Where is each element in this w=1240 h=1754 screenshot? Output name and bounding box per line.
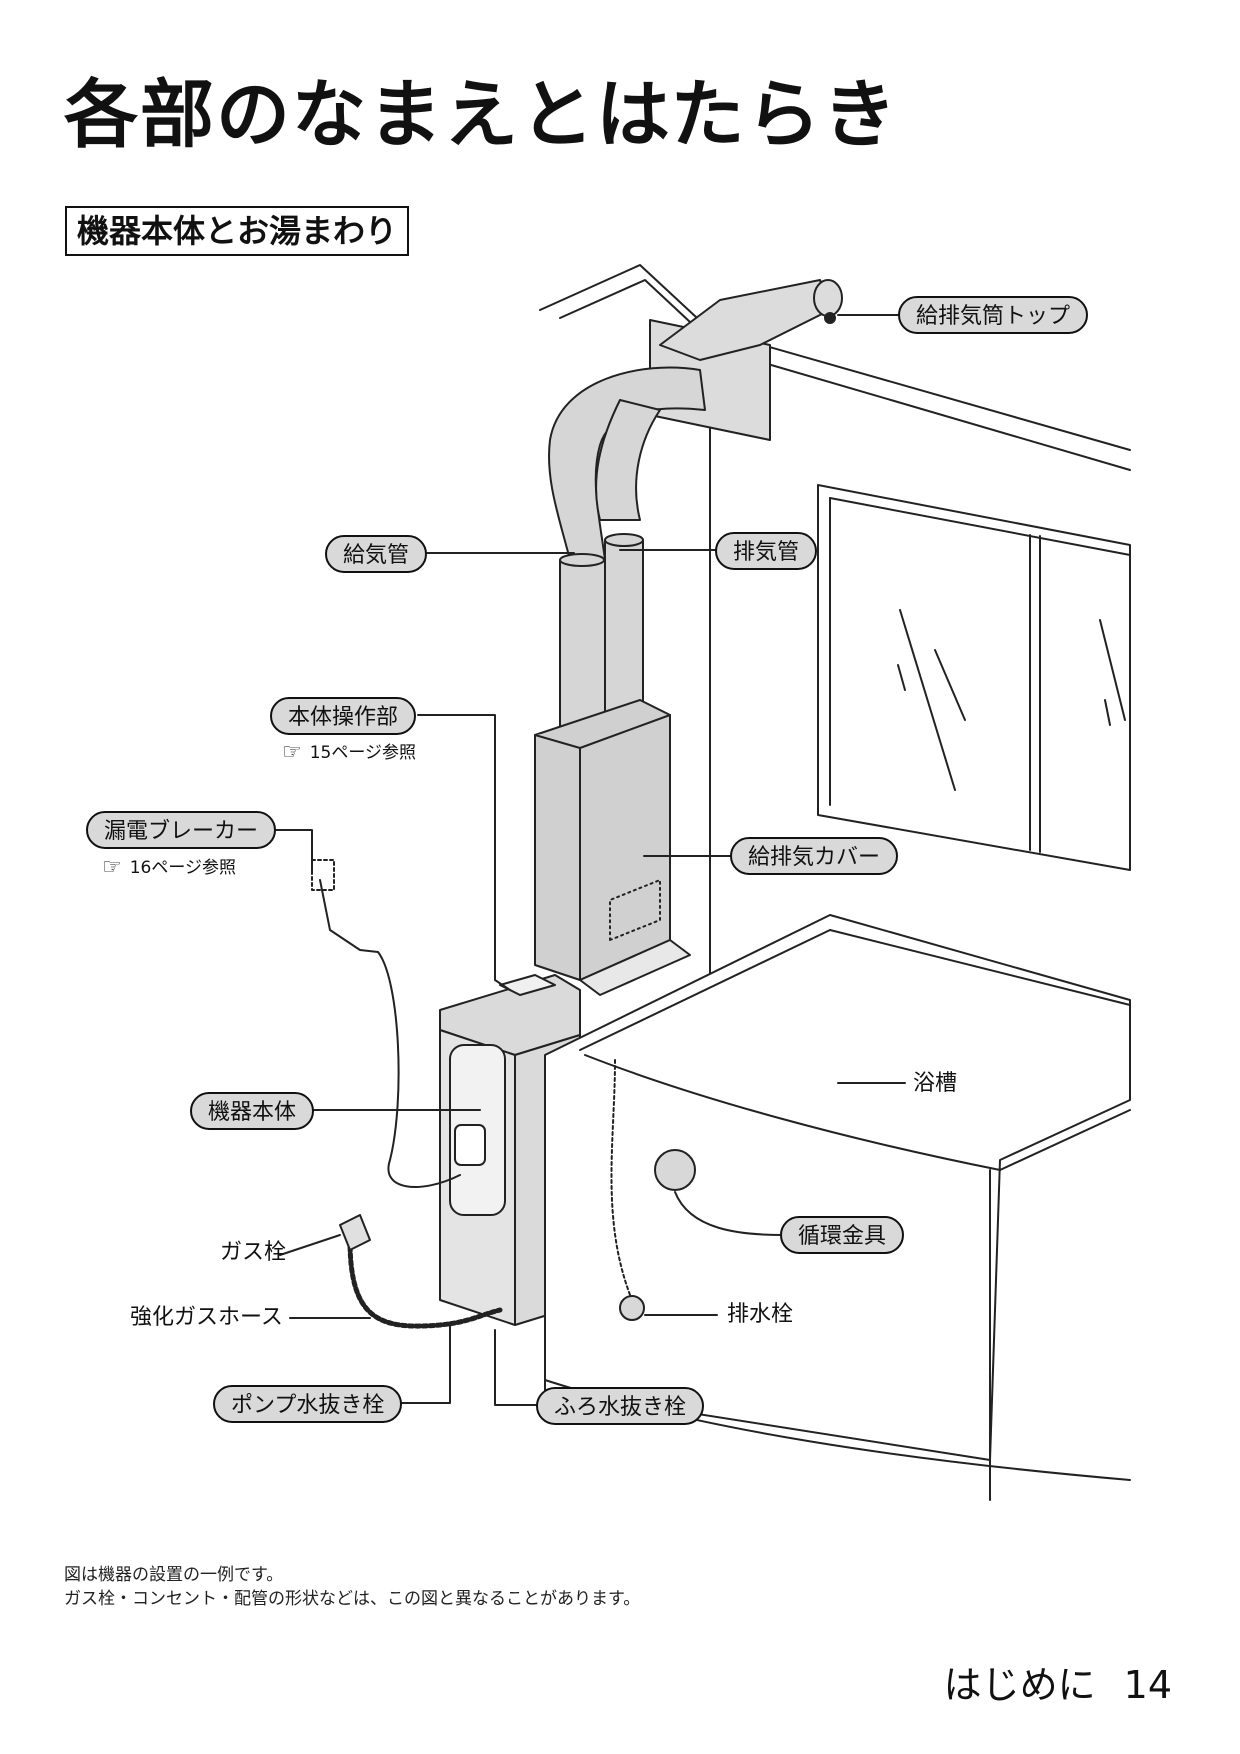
- page-number: 14: [1123, 1663, 1172, 1707]
- label-gas-valve: ガス栓: [220, 1240, 287, 1265]
- power-cord: [319, 879, 461, 1188]
- label-control-unit: 本体操作部: [270, 697, 417, 735]
- label-intake-pipe: 給気管: [325, 535, 428, 573]
- footer-chapter: はじめに: [943, 1663, 1096, 1707]
- pointing-hand-icon: ☞: [282, 740, 302, 765]
- bathtub: [544, 914, 1131, 1501]
- control-unit-ref-text: 15ページ参照: [309, 743, 417, 763]
- breaker-reference: ☞ 16ページ参照: [102, 857, 236, 879]
- note-line: ガス栓・コンセント・配管の形状などは、この図と異なることがあります。: [64, 1589, 641, 1609]
- label-bath-drain: ふろ水抜き栓: [536, 1387, 705, 1425]
- label-pump-drain: ポンプ水抜き栓: [213, 1385, 403, 1423]
- vent-cover: [534, 699, 671, 981]
- page-title: 各部のなまえとはたらき: [64, 72, 899, 158]
- pointing-hand-icon: ☞: [102, 855, 122, 880]
- note-line: 図は機器の設置の一例です。: [64, 1565, 284, 1585]
- section-title: 機器本体とお湯まわり: [65, 206, 410, 256]
- label-exhaust-top: 給排気筒トップ: [898, 296, 1089, 334]
- label-bathtub: 浴槽: [913, 1071, 958, 1096]
- label-circulation-fitting: 循環金具: [780, 1216, 905, 1254]
- page-footer: はじめに 14: [944, 1665, 1172, 1705]
- bathroom-wall: [539, 264, 1131, 1011]
- gas-valve: [339, 1214, 371, 1251]
- breaker-plug: [311, 859, 335, 891]
- gas-hose: [347, 1237, 503, 1329]
- leader-lines: [271, 314, 906, 1406]
- drain-plug-shape: [619, 1295, 645, 1321]
- drain-chain: [610, 1059, 633, 1301]
- label-gas-hose: 強化ガスホース: [130, 1305, 283, 1330]
- label-unit-body: 機器本体: [190, 1092, 315, 1130]
- label-vent-cover: 給排気カバー: [730, 837, 899, 875]
- label-drain-plug: 排水栓: [727, 1302, 794, 1327]
- control-unit-reference: ☞ 15ページ参照: [282, 742, 416, 764]
- vent-pipes: [548, 366, 706, 751]
- breaker-ref-text: 16ページ参照: [129, 858, 237, 878]
- label-exhaust-pipe: 排気管: [715, 532, 818, 570]
- circulation-fitting: [654, 1149, 696, 1191]
- label-breaker: 漏電ブレーカー: [86, 811, 277, 849]
- installation-note: 図は機器の設置の一例です。 ガス栓・コンセント・配管の形状などは、この図と異なる…: [64, 1563, 640, 1611]
